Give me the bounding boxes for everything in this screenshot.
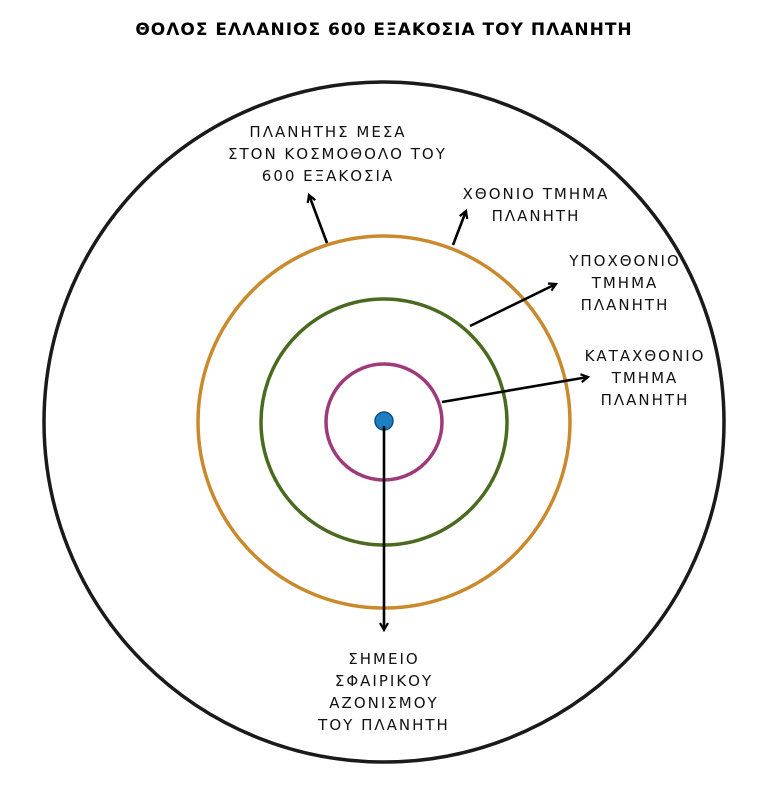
crust-label: ΧΘΟΝΙΟ ΤΜΗΜΑ ΠΛΑΝΗΤΗ [446,183,626,227]
center-label-line: ΣΦΑΙΡΙΚΟΥ [334,672,434,690]
planet-label-line: ΣΤΟΝ ΚΟΣΜΟΘΟΛΟ ΤΟΥ [228,145,447,163]
diagram-title: ΘΟΛΟΣ ΕΛΛΑΝΙΟΣ 600 ΕΞΑΚΟΣΙΑ ΤΟΥ ΠΛΑΝΗΤΗ [135,20,633,40]
planet-label: ΠΛΑΝΗΤΗΣ ΜΕΣΑ ΣΤΟΝ ΚΟΣΜΟΘΟΛΟ ΤΟΥ 600 ΕΞΑ… [228,121,447,187]
mantle-label-line: ΤΜΗΜΑ [591,274,659,292]
center-label: ΣΗΜΕΙΟ ΣΦΑΙΡΙΚΟΥ ΑΖΟΝΙΣΜΟΥ ΤΟΥ ΠΛΑΝΗΤΗ [300,648,468,736]
core-label-line: ΚΑΤΑΧΘΟΝΙΟ [584,347,706,365]
planet-label-line: ΠΛΑΝΗΤΗΣ ΜΕΣΑ [249,123,407,141]
crust-arrow [451,211,466,246]
mantle-label: ΥΠΟΧΘΟΝΙΟ ΤΜΗΜΑ ΠΛΑΝΗΤΗ [540,250,710,316]
crust-label-line: ΠΛΑΝΗΤΗ [491,207,581,225]
core-label: ΚΑΤΑΧΘΟΝΙΟ ΤΜΗΜΑ ΠΛΑΝΗΤΗ [560,345,730,411]
core-label-line: ΠΛΑΝΗΤΗ [600,391,690,409]
center-label-line: ΑΖΟΝΙΣΜΟΥ [329,694,439,712]
planet-arrow [309,195,329,244]
core-arrow [441,377,588,404]
crust-label-line: ΧΘΟΝΙΟ ΤΜΗΜΑ [462,185,610,203]
center-label-line: ΤΟΥ ΠΛΑΝΗΤΗ [318,716,450,734]
cosmic-dome-circle [42,80,726,764]
core-label-line: ΤΜΗΜΑ [611,369,679,387]
mantle-arrow [469,284,556,328]
mantle-label-line: ΥΠΟΧΘΟΝΙΟ [569,252,681,270]
mantle-label-line: ΠΛΑΝΗΤΗ [580,296,670,314]
center-label-line: ΣΗΜΕΙΟ [348,650,420,668]
planet-label-line: 600 ΕΞΑΚΟΣΙΑ [261,167,395,185]
